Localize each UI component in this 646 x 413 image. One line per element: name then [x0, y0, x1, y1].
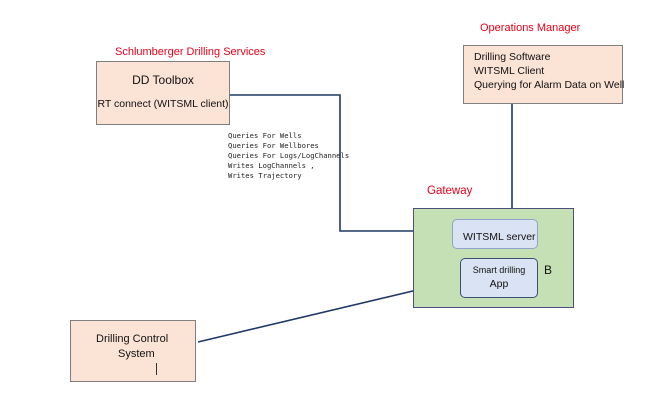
control-to-app-arrow: [197, 278, 456, 343]
witsml-server-label: WITSML server: [463, 231, 536, 243]
smart-drilling-app-box: Smart drilling App: [460, 258, 538, 298]
witsml-server-box: WITSML server: [452, 219, 538, 249]
query-line: Queries For Wellbores: [228, 141, 319, 150]
schlumberger-label: Schlumberger Drilling Services: [115, 46, 266, 58]
query-line: Writes LogChannels ,: [228, 161, 315, 170]
operations-manager-label: Operations Manager: [480, 22, 581, 34]
ops-line-software: Drilling Software: [474, 51, 551, 63]
drilling-control-line1: Drilling Control: [96, 333, 169, 345]
query-line: Writes Trajectory: [228, 171, 302, 180]
ops-line-client: WITSML Client: [474, 65, 545, 77]
dd-toolbox-box: DD Toolbox RT connect (WITSML client): [96, 61, 230, 125]
b-label: B: [544, 263, 553, 277]
smart-app-line2: App: [489, 278, 509, 290]
smart-app-line1: Smart drilling: [472, 265, 526, 275]
queries-list: Queries For Wells Queries For Wellbores …: [228, 131, 349, 181]
ops-line-query: Querying for Alarm Data on Well: [474, 79, 625, 91]
gateway-label: Gateway: [427, 185, 473, 197]
dd-toolbox-subtitle: RT connect (WITSML client): [97, 98, 229, 110]
text-cursor: [156, 363, 157, 375]
dd-toolbox-title: DD Toolbox: [132, 73, 194, 87]
operations-box: Drilling Software WITSML Client Querying…: [463, 45, 625, 104]
query-line: Queries For Wells: [228, 131, 302, 140]
drilling-control-box: Drilling Control System: [70, 320, 196, 382]
query-line: Queries For Logs/LogChannels: [228, 151, 350, 160]
toolbox-to-witsml-arrow: [230, 94, 449, 235]
drilling-control-line2: System: [118, 348, 155, 360]
